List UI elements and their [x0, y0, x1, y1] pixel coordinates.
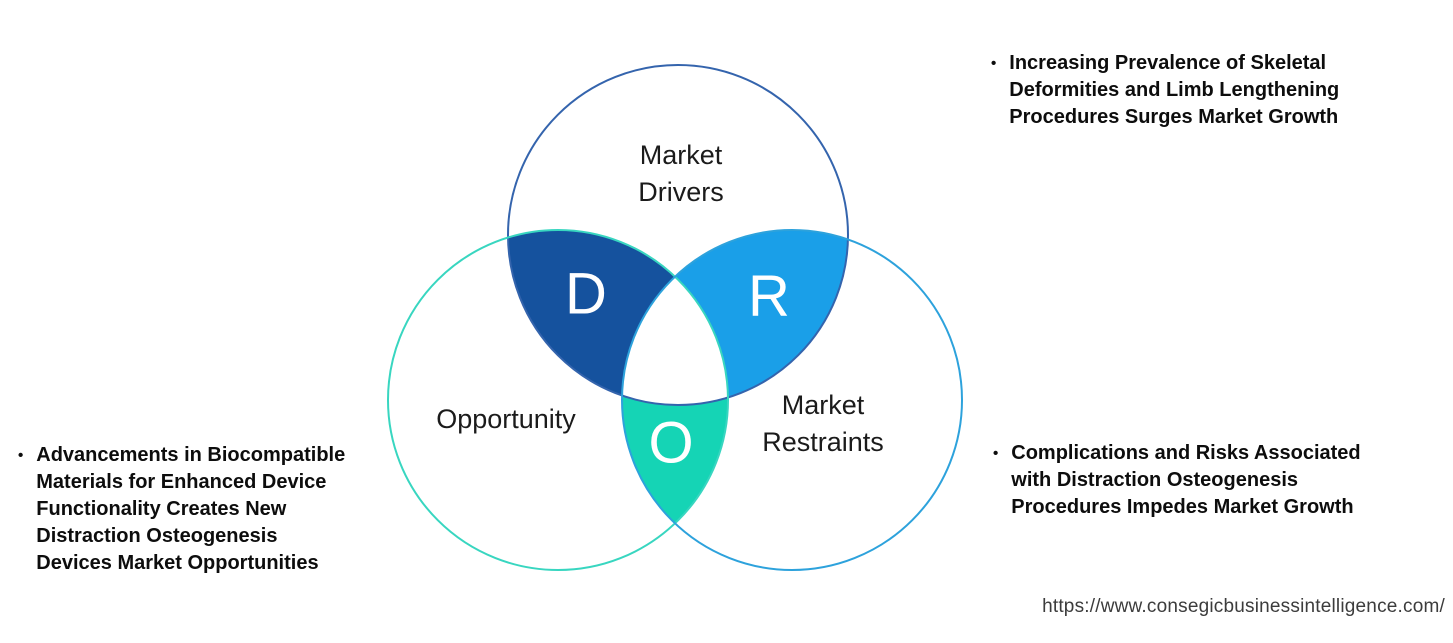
source-url: https://www.consegicbusinessintelligence…	[1042, 596, 1445, 617]
restraints-circle-outline	[621, 229, 963, 571]
restraint-bullet-item: • Complications and Risks Associated wit…	[993, 440, 1433, 521]
opportunity-circle-outline	[387, 229, 729, 571]
bullet-icon: •	[18, 447, 24, 464]
bullet-icon: •	[993, 445, 999, 462]
driver-bullet-item: • Increasing Prevalence of Skeletal Defo…	[991, 50, 1431, 131]
drivers-circle-outline	[507, 64, 849, 406]
opportunity-label: Opportunity	[436, 404, 576, 434]
letter-d-label: D	[565, 261, 607, 327]
restraint-bullet-text: Complications and Risks Associated with …	[1011, 442, 1361, 518]
opportunity-bullet-text: Advancements in Biocompatible Materials …	[36, 444, 346, 574]
opportunity-bullet-item: • Advancements in Biocompatible Material…	[18, 442, 390, 577]
letter-r-label: R	[748, 263, 790, 329]
market-restraints-label: Market Restraints	[762, 390, 884, 457]
bullet-icon: •	[991, 55, 997, 72]
driver-bullet-text: Increasing Prevalence of Skeletal Deform…	[1009, 52, 1340, 128]
market-drivers-label: Market Drivers	[638, 140, 724, 207]
letter-o-label: O	[648, 410, 694, 476]
